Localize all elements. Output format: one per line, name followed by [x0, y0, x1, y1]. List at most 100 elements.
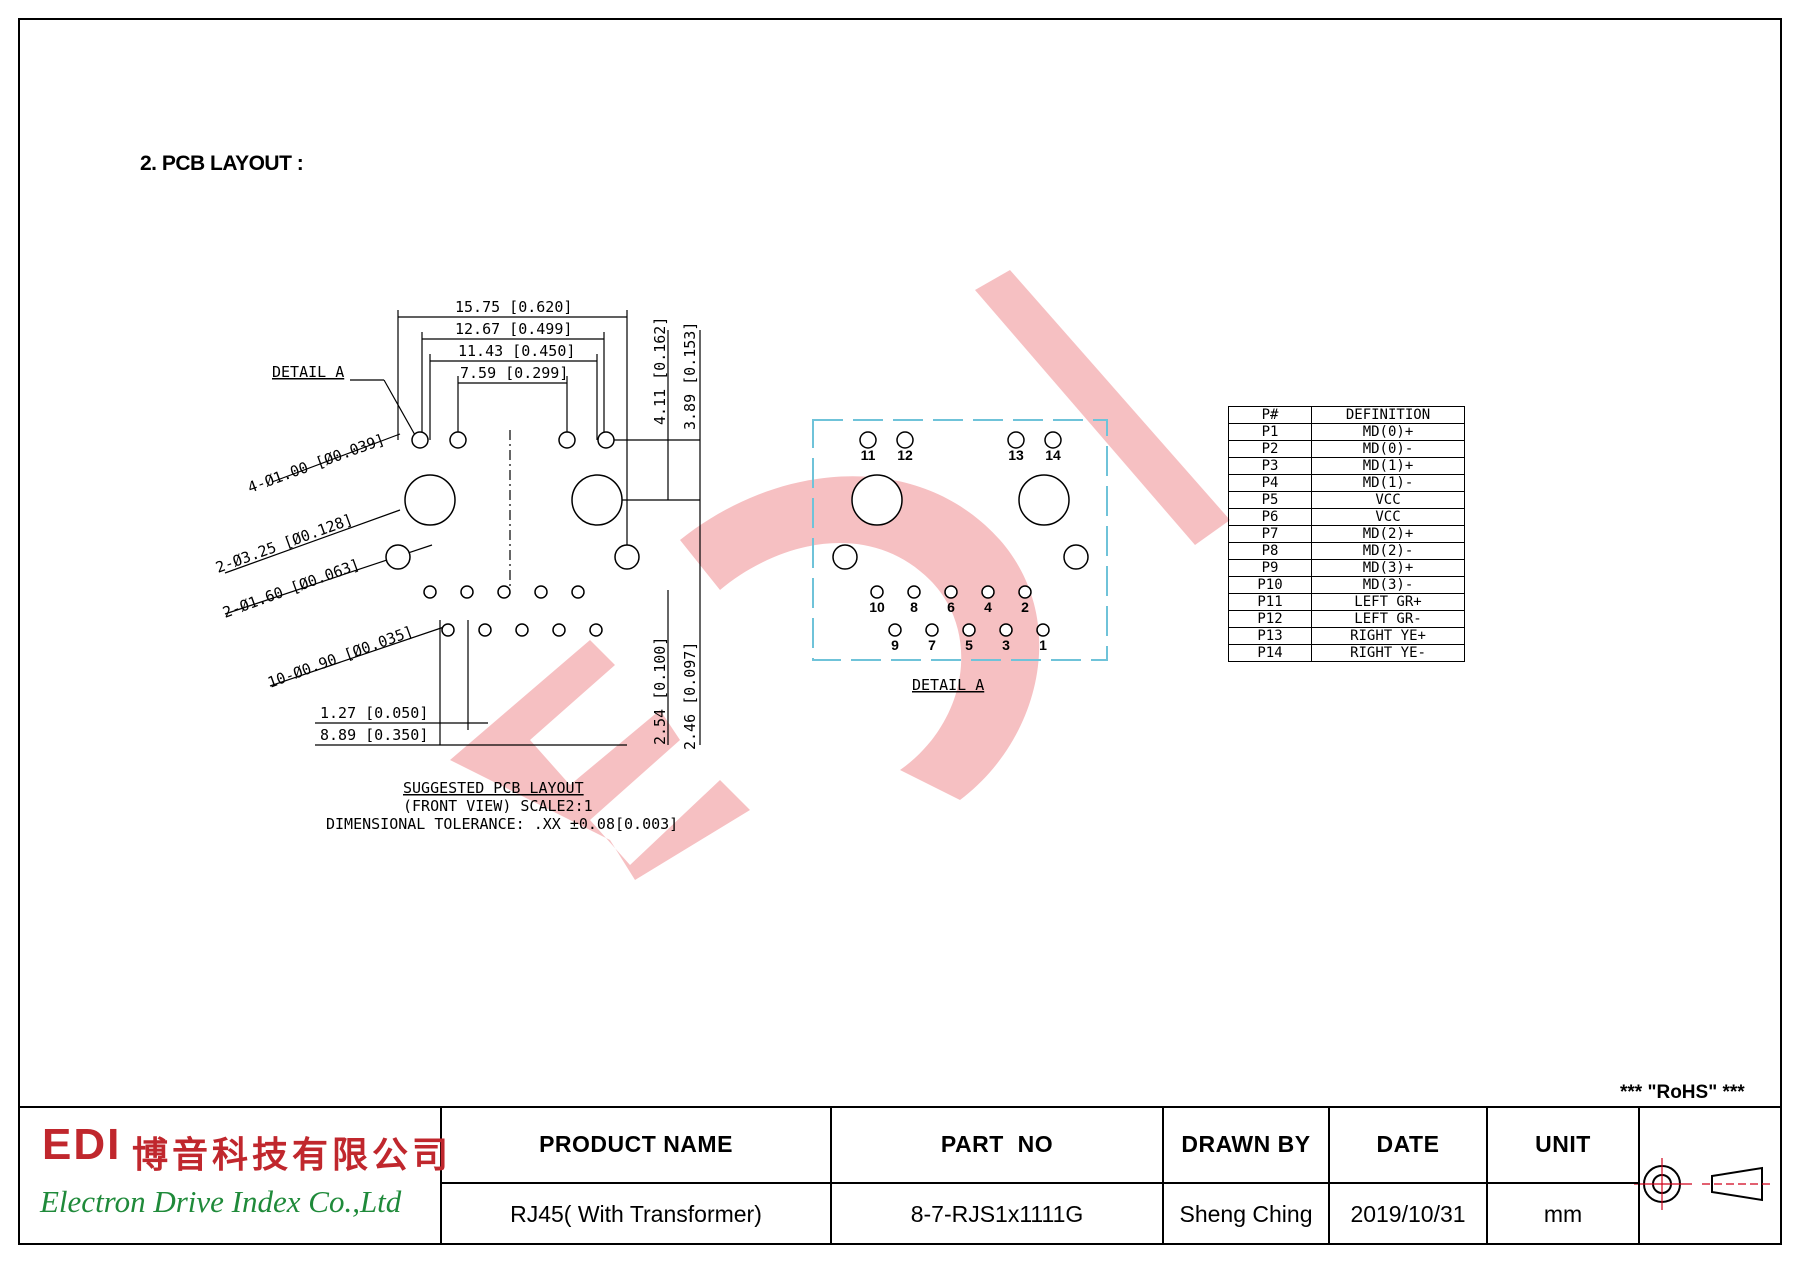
watermark-edi: [450, 270, 1230, 880]
pin-definition-cell: RIGHT YE+: [1311, 627, 1465, 645]
watermark-letter-d: [680, 476, 1040, 800]
divider-5: [1486, 1106, 1488, 1245]
pin-definition-cell: MD(1)+: [1311, 457, 1465, 475]
detail-pin-8: 8: [910, 599, 918, 615]
hole-small-2: [449, 431, 467, 449]
detail-callout: DETAIL A: [272, 363, 344, 381]
projection-symbol-icon: [1634, 1158, 1772, 1210]
pin-number-cell: P2: [1228, 440, 1312, 458]
dim-height-top-a: 4.11 [0.162]: [651, 317, 669, 425]
detail-pin-5: 5: [965, 637, 973, 653]
rohs-label: *** "RoHS" ***: [1620, 1082, 1745, 1103]
hole-small-4: [597, 431, 615, 449]
unit-label: UNIT: [1535, 1130, 1591, 1157]
detail-a-box: [812, 419, 1108, 661]
pin-definition-cell: MD(2)-: [1311, 542, 1465, 560]
pin-number-cell: P9: [1228, 559, 1312, 577]
pin-number-cell: P5: [1228, 491, 1312, 509]
pin-number-cell: P11: [1228, 593, 1312, 611]
drawn-by-label: DRAWN BY: [1181, 1130, 1311, 1157]
pin-number-cell: P8: [1228, 542, 1312, 560]
detail-pin-6: 6: [947, 599, 955, 615]
hole-mid-right: [614, 544, 640, 570]
table-header-definition: DEFINITION: [1311, 406, 1465, 424]
pin-definition-cell: VCC: [1311, 508, 1465, 526]
divider-2: [830, 1106, 832, 1245]
pin-number-cell: P10: [1228, 576, 1312, 594]
detail-pin-10: 10: [869, 599, 885, 615]
pin-number-cell: P12: [1228, 610, 1312, 628]
detail-pin-7: 7: [928, 637, 936, 653]
pin-definition-cell: LEFT GR+: [1311, 593, 1465, 611]
pcb-holes: [385, 431, 640, 637]
divider-3: [1162, 1106, 1164, 1245]
hole-pin-b1: [441, 623, 455, 637]
pin-definition-cell: RIGHT YE-: [1311, 644, 1465, 662]
detail-pin-12: 12: [897, 447, 913, 463]
section-title: 2. PCB LAYOUT :: [140, 152, 304, 175]
dim-width-small: 7.59 [0.299]: [460, 364, 568, 382]
dim-height-bot-a: 2.54 [0.100]: [651, 637, 669, 745]
title-block: PRODUCT NAME RJ45( With Transformer) PAR…: [18, 1106, 1782, 1245]
pin-definition-cell: MD(3)-: [1311, 576, 1465, 594]
detail-a-label: DETAIL A: [912, 676, 984, 694]
date-label: DATE: [1376, 1130, 1440, 1157]
drawing-sheet: [18, 18, 1782, 1245]
pin-number-cell: P7: [1228, 525, 1312, 543]
hole-pin-a1: [423, 585, 437, 599]
detail-pin-2: 2: [1021, 599, 1029, 615]
hole-large-left: [404, 474, 456, 526]
note-line-3: DIMENSIONAL TOLERANCE: .XX ±0.08[0.003]: [326, 815, 678, 833]
detail-pin-14: 14: [1045, 447, 1061, 463]
pin-number-cell: P14: [1228, 644, 1312, 662]
title-block-mid-border: [440, 1182, 1640, 1184]
hole-pin-b3: [515, 623, 529, 637]
watermark-letter-i: [975, 270, 1230, 545]
dim-width-total: 15.75 [0.620]: [455, 298, 572, 316]
divider-1: [440, 1106, 442, 1245]
dim-height-top-b: 3.89 [0.153]: [681, 322, 699, 430]
divider-6: [1638, 1106, 1640, 1245]
hole-pin-a4: [534, 585, 548, 599]
hole-small-1: [411, 431, 429, 449]
detail-pin-1: 1: [1039, 637, 1047, 653]
pin-number-cell: P6: [1228, 508, 1312, 526]
detail-pin-3: 3: [1002, 637, 1010, 653]
pin-number-cell: P13: [1228, 627, 1312, 645]
pin-number-cell: P4: [1228, 474, 1312, 492]
table-header-row: P# DEFINITION: [1228, 406, 1465, 424]
hole-pin-a3: [497, 585, 511, 599]
product-name-label: PRODUCT NAME: [539, 1130, 733, 1157]
pin-definition-cell: MD(0)-: [1311, 440, 1465, 458]
pin-definition-cell: MD(3)+: [1311, 559, 1465, 577]
detail-a-view: 11 12 13 14 10 8 6 4 2 9 7 5 3 1 DETAIL …: [812, 419, 1108, 694]
dim-pitch-b: 8.89 [0.350]: [320, 726, 428, 744]
detail-pin-13: 13: [1008, 447, 1024, 463]
company-logo-mark: EDI: [42, 1120, 122, 1169]
hole-pin-b2: [478, 623, 492, 637]
detail-pin-9: 9: [891, 637, 899, 653]
dim-pitch-a: 1.27 [0.050]: [320, 704, 428, 722]
watermark-letter-e: [450, 640, 750, 880]
hole-pin-a2: [460, 585, 474, 599]
table-header-pin: P#: [1228, 406, 1312, 424]
dim-width-inner: 11.43 [0.450]: [458, 342, 575, 360]
hole-small-3: [558, 431, 576, 449]
note-line-2: (FRONT VIEW) SCALE2:1: [403, 797, 593, 815]
